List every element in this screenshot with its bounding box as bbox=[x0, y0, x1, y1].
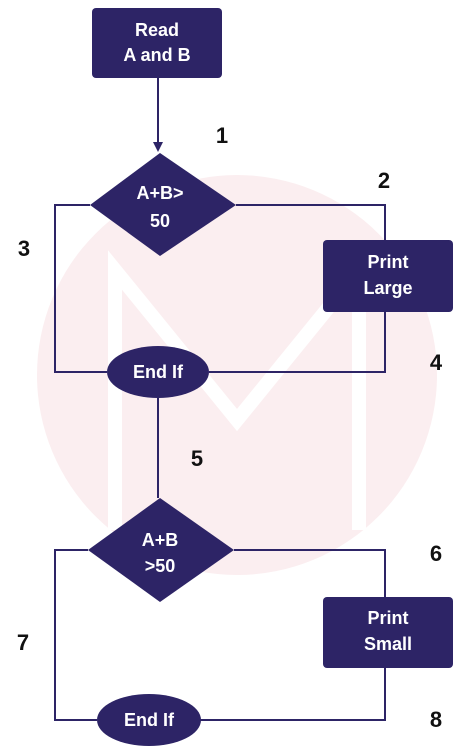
read-line1: Read bbox=[135, 20, 179, 40]
edge-print2-to-end2 bbox=[200, 668, 386, 721]
print-large-line2: Large bbox=[363, 278, 412, 298]
decision-2: A+B >50 bbox=[88, 498, 234, 602]
step-number-4: 4 bbox=[430, 350, 443, 375]
print-small-line1: Print bbox=[367, 608, 408, 628]
step-number-8: 8 bbox=[430, 707, 442, 732]
edge-cond2-yes-to-print2 bbox=[234, 549, 386, 597]
node-read: Read A and B bbox=[92, 8, 222, 78]
step-number-3: 3 bbox=[18, 236, 30, 261]
edge-print1-to-end1 bbox=[209, 312, 386, 373]
step-number-2: 2 bbox=[378, 168, 390, 193]
step-numbers: 1 2 3 4 5 6 7 8 bbox=[17, 123, 443, 732]
read-line2: A and B bbox=[123, 45, 190, 65]
step-number-1: 1 bbox=[216, 123, 228, 148]
watermark-logo bbox=[37, 175, 437, 575]
decision-1-line2: 50 bbox=[150, 211, 170, 231]
edge-cond2-no-to-end2 bbox=[54, 549, 97, 721]
decision-2-line2: >50 bbox=[145, 556, 176, 576]
print-large-line1: Print bbox=[367, 252, 408, 272]
decision-2-line1: A+B bbox=[142, 530, 179, 550]
step-number-7: 7 bbox=[17, 630, 29, 655]
decision-1-line1: A+B> bbox=[136, 183, 183, 203]
node-end-if-2: End If bbox=[97, 694, 201, 746]
edge-cond1-yes-to-print1 bbox=[236, 204, 386, 240]
edge-cond1-no-to-end1 bbox=[54, 204, 107, 373]
print-small-line2: Small bbox=[364, 634, 412, 654]
node-end-if-1: End If bbox=[107, 346, 209, 398]
edges bbox=[54, 78, 386, 721]
node-print-large: Print Large bbox=[323, 240, 453, 312]
end-if-2-label: End If bbox=[124, 710, 175, 730]
step-number-5: 5 bbox=[191, 446, 203, 471]
node-print-small: Print Small bbox=[323, 597, 453, 668]
end-if-1-label: End If bbox=[133, 362, 184, 382]
decision-1: A+B> 50 bbox=[90, 153, 236, 256]
step-number-6: 6 bbox=[430, 541, 442, 566]
